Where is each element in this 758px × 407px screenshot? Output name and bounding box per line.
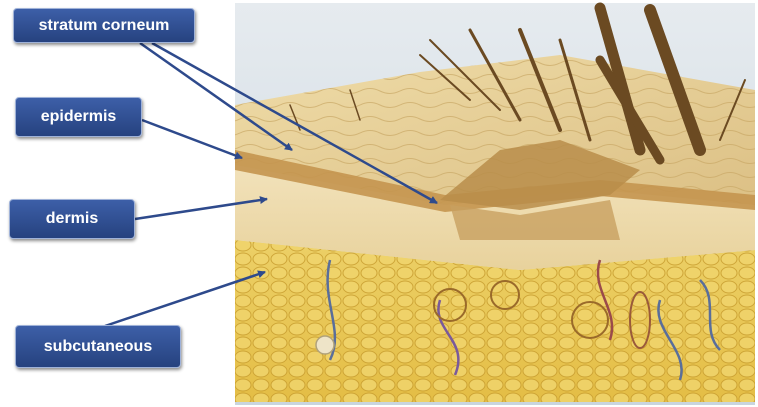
label-epidermis: epidermis <box>15 97 142 137</box>
label-dermis: dermis <box>9 199 135 239</box>
label-stratum-corneum: stratum corneum <box>13 8 195 43</box>
label-subcutaneous: subcutaneous <box>15 325 181 368</box>
